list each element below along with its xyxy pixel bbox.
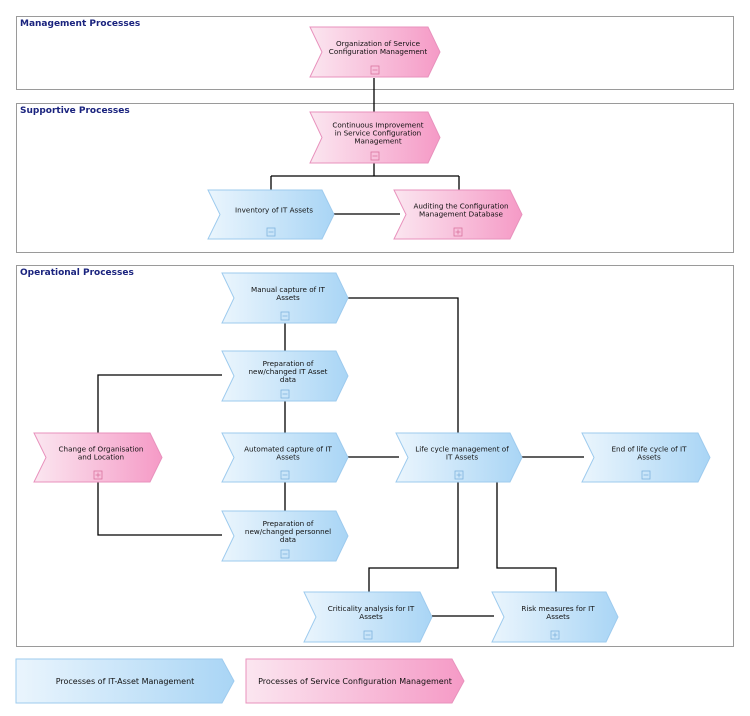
process-label-line: and Location — [78, 453, 124, 462]
collapse-icon[interactable] — [370, 151, 380, 161]
expand-icon[interactable] — [93, 470, 103, 480]
process-label-line: Management Database — [419, 210, 504, 219]
legend: Processes of IT-Asset Management Process… — [15, 658, 465, 704]
process-inv[interactable]: Inventory of IT Assets — [207, 189, 335, 240]
process-shape[interactable] — [581, 432, 711, 483]
collapse-icon[interactable] — [280, 470, 290, 480]
connector-prep-chg — [97, 374, 222, 433]
legend-item-service-config: Processes of Service Configuration Manag… — [245, 658, 465, 704]
expand-icon[interactable] — [550, 630, 560, 640]
legend-item-it-asset: Processes of IT-Asset Management — [15, 658, 235, 704]
process-shape[interactable] — [491, 591, 619, 643]
collapse-icon[interactable] — [370, 65, 380, 75]
process-shape[interactable] — [303, 591, 433, 643]
process-shape[interactable] — [309, 26, 441, 78]
connectors — [97, 78, 584, 617]
process-label-line: data — [280, 535, 296, 544]
process-shape[interactable] — [221, 350, 349, 402]
connector-life-crit — [368, 482, 459, 592]
collapse-icon[interactable] — [280, 389, 290, 399]
expand-icon[interactable] — [453, 227, 463, 237]
process-label-line: Organization of Service — [336, 39, 421, 48]
process-label-line: Criticality analysis for IT — [328, 604, 415, 613]
section-title-management: Management Processes — [20, 19, 141, 29]
process-label-line: data — [280, 375, 296, 384]
process-shape[interactable] — [33, 432, 163, 483]
process-label-line: Assets — [359, 612, 383, 621]
process-label-line: Management — [354, 137, 402, 146]
connector-man-life — [348, 297, 459, 433]
process-shape[interactable] — [221, 510, 349, 562]
process-shape[interactable] — [393, 189, 523, 240]
process-shape[interactable] — [309, 111, 441, 164]
process-label-line: Life cycle management of — [415, 445, 509, 454]
process-label-line: Risk measures for IT — [521, 604, 595, 613]
collapse-icon[interactable] — [363, 630, 373, 640]
legend-label-service-config: Processes of Service Configuration Manag… — [258, 677, 452, 686]
process-label-line: new/changed IT Asset — [248, 367, 327, 376]
process-shape[interactable] — [207, 189, 335, 240]
process-label-line: Automated capture of IT — [244, 445, 332, 454]
collapse-icon[interactable] — [280, 311, 290, 321]
process-label-line: Continuous Improvement — [332, 121, 423, 130]
process-shape[interactable] — [395, 432, 523, 483]
process-label-line: Assets — [276, 453, 300, 462]
process-label-line: Assets — [546, 612, 570, 621]
process-label-line: Inventory of IT Assets — [235, 206, 313, 215]
section-title-operational: Operational Processes — [20, 268, 134, 278]
process-label-line: Assets — [637, 453, 661, 462]
process-label-line: Manual capture of IT — [251, 285, 326, 294]
process-shape[interactable] — [221, 432, 349, 483]
process-label-line: Auditing the Configuration — [413, 202, 508, 211]
process-shape[interactable] — [221, 272, 349, 324]
process-label-line: IT Assets — [446, 453, 478, 462]
process-label-line: End of life cycle of IT — [612, 445, 688, 454]
section-title-supportive: Supportive Processes — [20, 106, 130, 116]
collapse-icon[interactable] — [641, 470, 651, 480]
process-label-line: new/changed personnel — [245, 527, 331, 536]
process-label-line: Preparation of — [263, 519, 314, 528]
legend-label-it-asset: Processes of IT-Asset Management — [56, 677, 195, 686]
connector-life-risk — [496, 482, 557, 592]
process-label-line: Change of Organisation — [59, 445, 144, 454]
collapse-icon[interactable] — [280, 549, 290, 559]
process-label-line: in Service Configuration — [335, 129, 421, 138]
collapse-icon[interactable] — [266, 227, 276, 237]
expand-icon[interactable] — [454, 470, 464, 480]
process-label-line: Assets — [276, 293, 300, 302]
process-label-line: Preparation of — [263, 359, 314, 368]
connector-chg-pers — [97, 482, 222, 536]
process-label-line: Configuration Management — [329, 47, 428, 56]
